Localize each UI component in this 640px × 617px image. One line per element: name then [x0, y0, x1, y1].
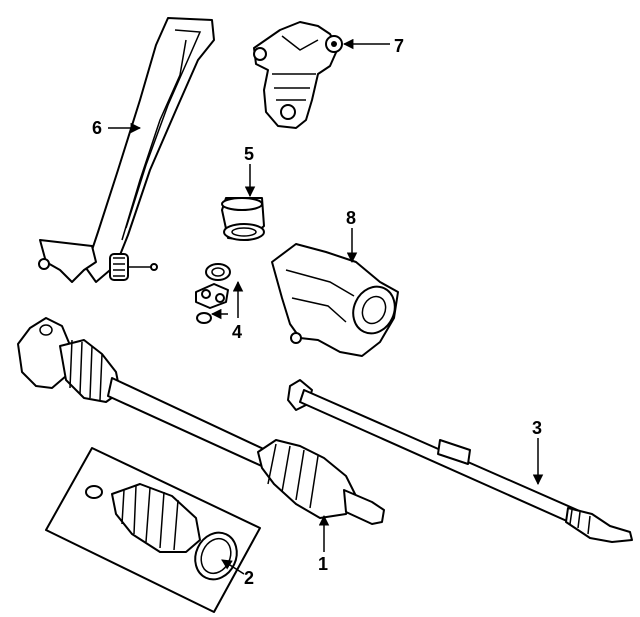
callout-labels: 1 2 3 4 5 6 7 8: [92, 36, 542, 588]
part-7-knuckle: [253, 21, 343, 129]
part-2-boot-kit: [45, 447, 261, 613]
part-5-bushing: [221, 197, 265, 241]
callout-2: 2: [244, 568, 254, 588]
callout-6: 6: [92, 118, 102, 138]
part-8-bracket: [271, 243, 399, 357]
leader-2: [221, 559, 245, 575]
callout-leaders: [108, 38, 544, 575]
callout-7: 7: [394, 36, 404, 56]
callout-1: 1: [318, 554, 328, 574]
callout-4: 4: [232, 322, 242, 342]
callout-3: 3: [532, 418, 542, 438]
part-6-trailing-arm: [38, 17, 215, 283]
callout-5: 5: [244, 144, 254, 164]
part-1-axle-shaft: [17, 317, 385, 525]
part-3-drive-shaft: [287, 379, 633, 543]
callout-8: 8: [346, 208, 356, 228]
part-4-hardware: [195, 263, 231, 324]
